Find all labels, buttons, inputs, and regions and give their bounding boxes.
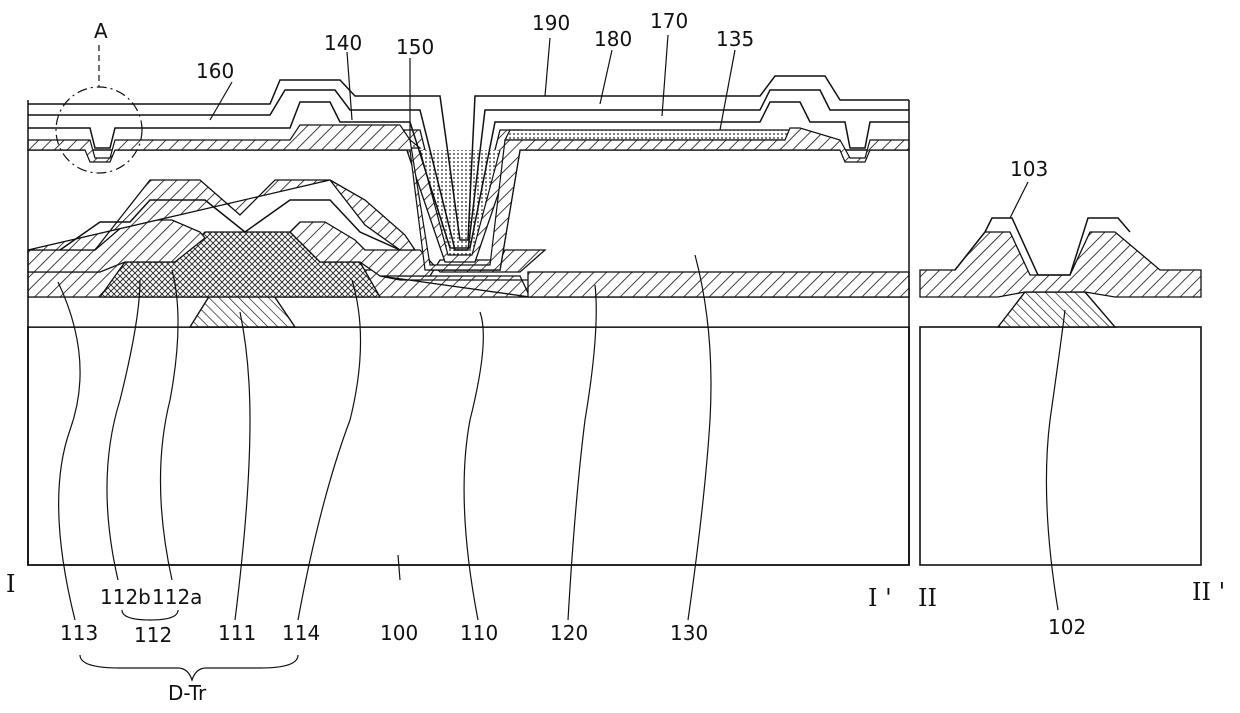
label-113: 113 bbox=[60, 621, 98, 645]
label-140: 140 bbox=[324, 31, 362, 55]
label-112b: 112b bbox=[100, 585, 151, 609]
section-right bbox=[920, 218, 1201, 565]
label-130: 130 bbox=[670, 621, 708, 645]
label-112a: 112a bbox=[152, 585, 202, 609]
label-111: 111 bbox=[218, 621, 256, 645]
gate-102 bbox=[998, 292, 1115, 327]
label-135: 135 bbox=[716, 27, 754, 51]
layer-103-hatch bbox=[920, 232, 1201, 297]
label-190: 190 bbox=[532, 11, 570, 35]
label-114: 114 bbox=[282, 621, 320, 645]
label-110: 110 bbox=[460, 621, 498, 645]
label-160: 160 bbox=[196, 59, 234, 83]
label-100: 100 bbox=[380, 621, 418, 645]
label-103: 103 bbox=[1010, 157, 1048, 181]
section-mark-ii-prime: II ' bbox=[1192, 578, 1225, 606]
label-a: A bbox=[94, 19, 108, 43]
label-112: 112 bbox=[134, 623, 172, 647]
label-102: 102 bbox=[1048, 615, 1086, 639]
label-170: 170 bbox=[650, 9, 688, 33]
layer-135 bbox=[505, 130, 795, 140]
section-mark-i-prime: I ' bbox=[868, 584, 892, 612]
section-mark-i: I bbox=[6, 570, 15, 598]
section-mark-ii: II bbox=[918, 584, 937, 612]
label-dtr: D-Tr bbox=[168, 681, 207, 705]
layer-110 bbox=[28, 297, 909, 327]
label-150: 150 bbox=[396, 35, 434, 59]
substrate-100 bbox=[28, 327, 909, 565]
label-120: 120 bbox=[550, 621, 588, 645]
label-180: 180 bbox=[594, 27, 632, 51]
substrate-right bbox=[920, 327, 1201, 565]
